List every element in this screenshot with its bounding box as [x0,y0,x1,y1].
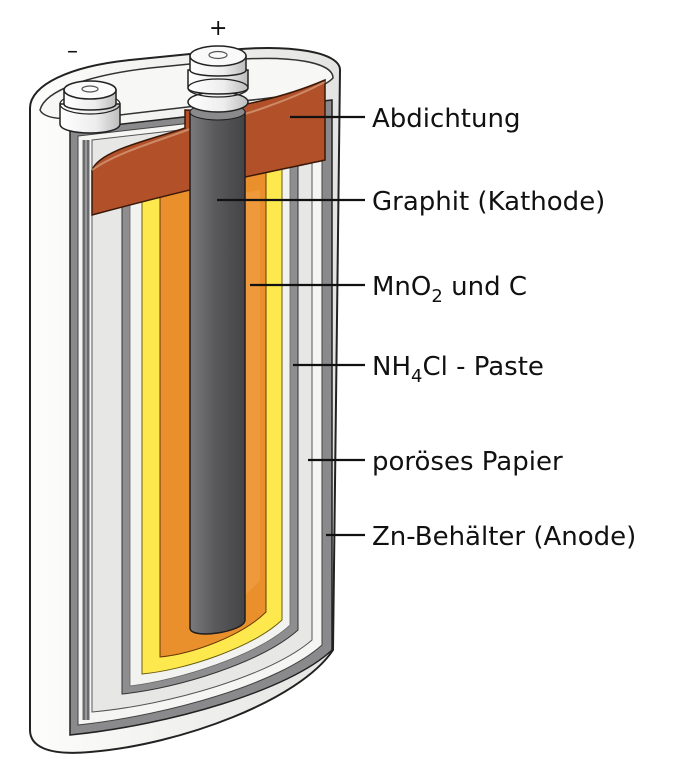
minus-sign: – [67,39,78,64]
label-paste: NH4Cl - Paste [372,352,544,387]
plus-terminal-cap [188,46,248,112]
label-paste-a: NH [372,352,411,382]
label-zinc: Zn-Behälter (Anode) [372,522,636,552]
label-mno2-a: MnO [372,272,431,302]
graphite-rod [190,104,245,634]
plus-sign: + [209,16,227,41]
label-seal: Abdichtung [372,104,520,134]
label-cathode: Graphit (Kathode) [372,187,605,217]
label-paper: poröses Papier [372,447,563,477]
label-paste-sub: 4 [411,366,422,387]
label-paste-b: Cl - Paste [422,352,543,382]
label-mno2-sub: 2 [431,286,442,307]
label-mno2-b: und C [443,272,527,302]
label-mno2: MnO2 und C [372,272,527,307]
